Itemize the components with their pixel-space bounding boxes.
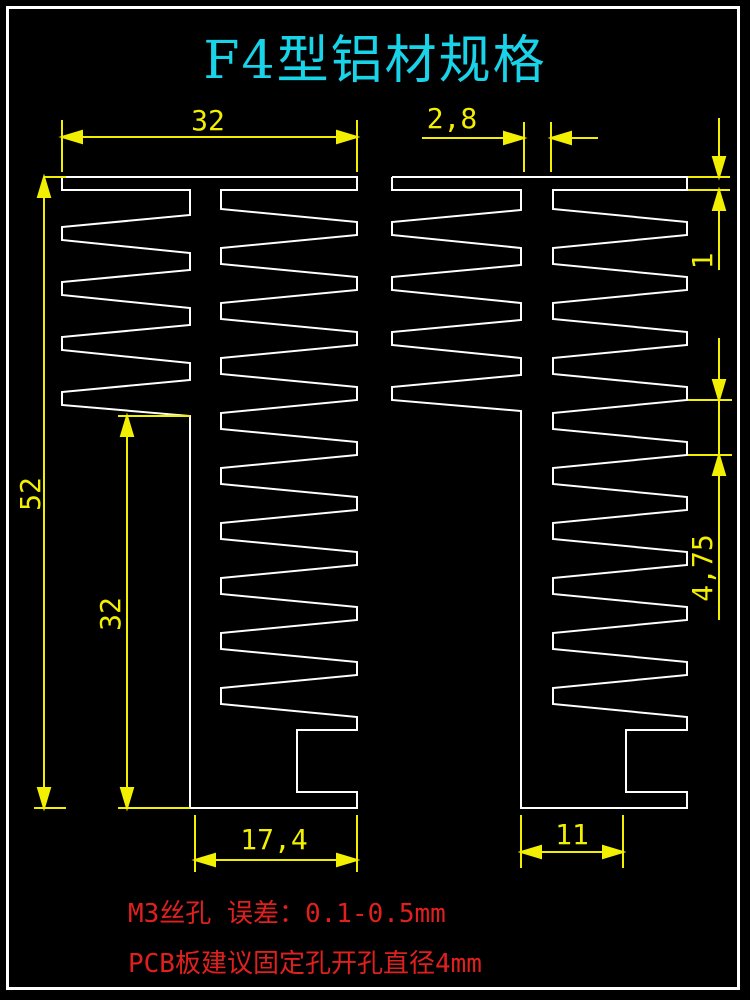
arrow [711, 156, 727, 181]
label-small-gap: 1 [686, 253, 719, 270]
arrow [547, 130, 572, 146]
label-fin-thickness: 2,8 [427, 102, 478, 135]
arrow [119, 412, 135, 437]
arrow [336, 852, 361, 868]
arrow [503, 130, 528, 146]
arrow [711, 451, 727, 476]
arrow [36, 787, 52, 812]
note-thread-tolerance: M3丝孔 误差：0.1-0.5mm [128, 899, 446, 929]
arrow [336, 129, 361, 145]
arrow [119, 787, 135, 812]
arrow [711, 186, 727, 211]
left-profile-outline [61, 176, 358, 809]
arrow [58, 129, 83, 145]
arrow [517, 844, 542, 860]
arrow [191, 852, 216, 868]
label-slot-width: 11 [555, 818, 589, 851]
note-pcb-hole: PCB板建议固定孔开孔直径4mm [128, 949, 482, 979]
label-base-height: 32 [94, 597, 127, 631]
drawing-title: F4型铝材规格 [203, 31, 547, 91]
arrow [711, 379, 727, 404]
label-overall-height: 52 [14, 477, 47, 511]
label-base-width: 17,4 [240, 823, 307, 856]
arrow [602, 844, 627, 860]
arrow [36, 173, 52, 198]
label-fin-pitch: 4,75 [686, 534, 719, 601]
right-profile-outline [391, 176, 688, 809]
label-overall-width: 32 [191, 104, 225, 137]
